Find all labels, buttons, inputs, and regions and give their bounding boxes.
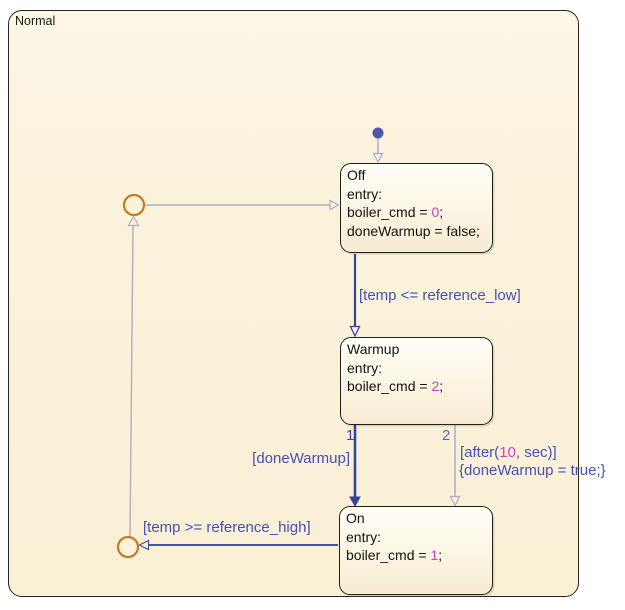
state-warmup-entry-keyword: entry: bbox=[347, 359, 383, 376]
state-normal-label: Normal bbox=[15, 14, 56, 28]
exit-number-1[interactable]: 1 bbox=[346, 427, 355, 444]
label-after-condition[interactable]: [after(10, sec)] bbox=[460, 444, 557, 461]
junction-bottom[interactable] bbox=[116, 535, 140, 559]
literal-value: 1 bbox=[430, 547, 439, 563]
state-off-entry-keyword: entry: bbox=[347, 185, 383, 202]
label-temp-ge-reference-high[interactable]: [temp >= reference_high] bbox=[143, 519, 311, 536]
state-on-entry-keyword: entry: bbox=[346, 528, 382, 545]
state-normal[interactable] bbox=[8, 10, 579, 597]
exit-number-2[interactable]: 2 bbox=[442, 427, 451, 444]
transition-junction-to-off-arrowhead bbox=[329, 199, 340, 211]
state-off-name: Off bbox=[347, 167, 366, 183]
label-temp-le-reference-low[interactable]: [temp <= reference_low] bbox=[359, 287, 521, 304]
state-warmup-name: Warmup bbox=[347, 341, 400, 357]
initial-transition-arrowhead bbox=[372, 152, 384, 164]
state-warmup[interactable]: Warmup entry: boiler_cmd = 2; bbox=[340, 337, 493, 425]
literal-value: 2 bbox=[431, 378, 440, 394]
literal-value: 0 bbox=[431, 204, 440, 220]
transition-warmup-to-on-2-arrowhead bbox=[449, 495, 461, 507]
transition-off-to-warmup-arrowhead bbox=[349, 325, 361, 338]
transition-junction-up-arrowhead bbox=[127, 215, 140, 227]
state-off[interactable]: Off entry: boiler_cmd = 0; doneWarmup = … bbox=[340, 163, 493, 253]
junction-top[interactable] bbox=[122, 193, 146, 217]
literal-value: 10 bbox=[499, 444, 516, 461]
initial-transition-dot[interactable] bbox=[372, 127, 384, 139]
state-on[interactable]: On entry: boiler_cmd = 1; bbox=[339, 506, 493, 595]
state-warmup-action-1: boiler_cmd = 2; bbox=[347, 378, 444, 394]
label-donewarmup-action[interactable]: {doneWarmup = true;} bbox=[459, 462, 606, 479]
transition-on-to-junction-arrowhead bbox=[138, 539, 150, 551]
label-donewarmup[interactable]: [doneWarmup] bbox=[252, 450, 350, 467]
state-off-action-2: doneWarmup = false; bbox=[347, 222, 480, 239]
transition-junction-up[interactable] bbox=[129, 225, 134, 538]
state-on-action-1: boiler_cmd = 1; bbox=[346, 547, 443, 563]
state-off-action-1: boiler_cmd = 0; bbox=[347, 204, 444, 220]
transition-warmup-to-on-1-arrowhead bbox=[349, 496, 361, 508]
state-on-name: On bbox=[346, 510, 365, 526]
